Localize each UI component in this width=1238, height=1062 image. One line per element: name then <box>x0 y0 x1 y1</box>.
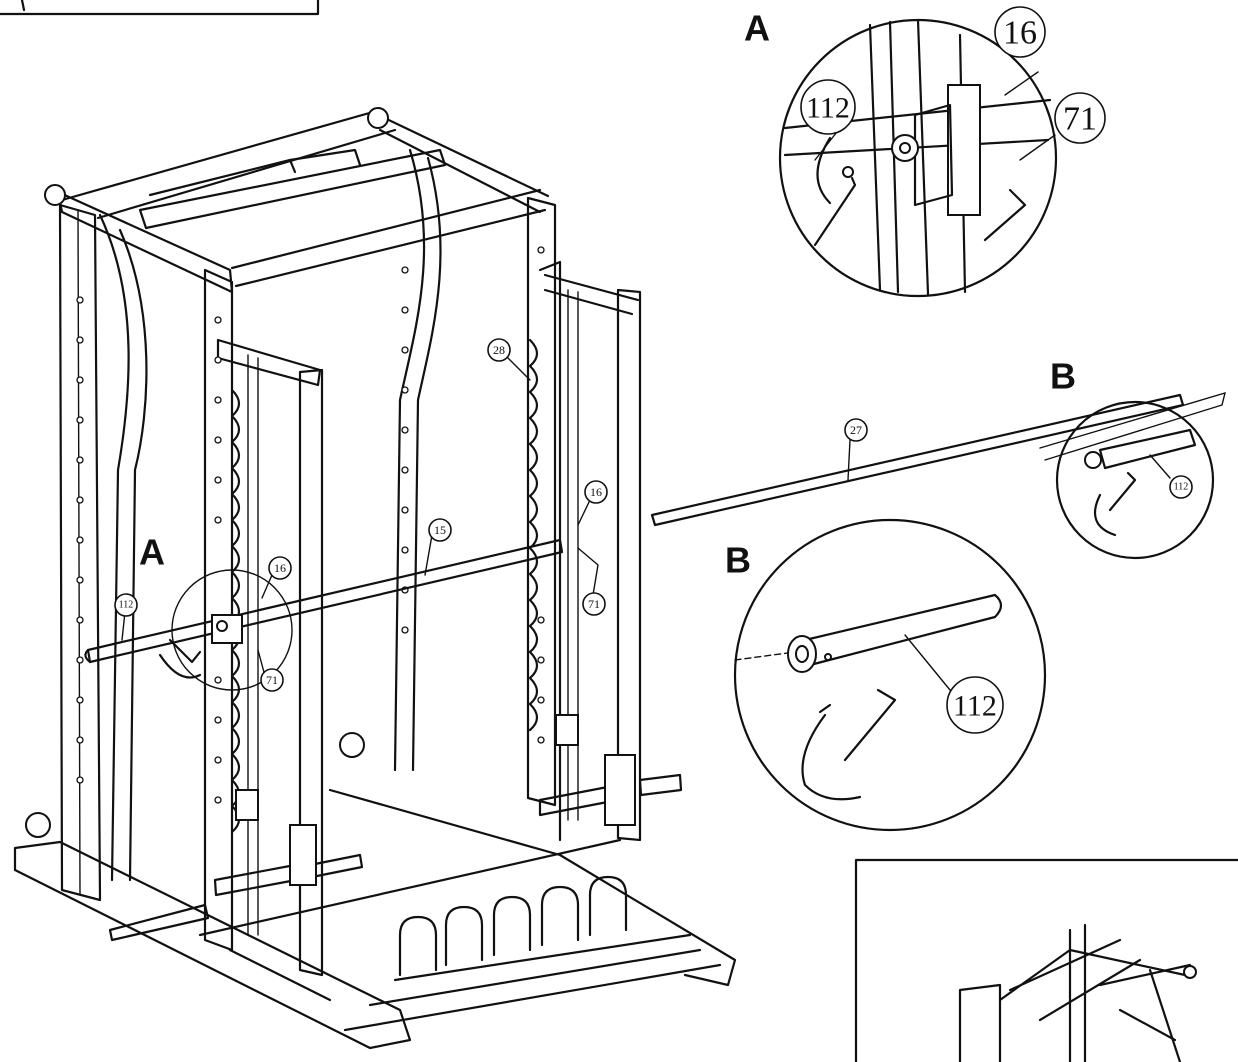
svg-text:16: 16 <box>274 561 286 575</box>
callout-16-large: 16 <box>994 6 1046 58</box>
callout-71-small-left: 71 <box>260 668 284 692</box>
callout-71-small-right: 71 <box>582 592 606 616</box>
callout-15: 15 <box>428 518 452 542</box>
svg-text:16: 16 <box>590 485 602 499</box>
svg-text:71: 71 <box>1063 101 1097 138</box>
detail-circle-a-left <box>158 569 293 691</box>
svg-text:15: 15 <box>434 523 446 537</box>
detail-label-a-left: A <box>139 532 165 573</box>
callout-27: 27 <box>844 418 868 442</box>
svg-text:112: 112 <box>119 600 134 611</box>
smith-machine-frame <box>13 107 737 1050</box>
svg-text:112: 112 <box>953 690 997 723</box>
callout-112-large-b: 112 <box>946 676 1004 734</box>
callout-112-small-right: 112 <box>1169 475 1193 499</box>
smith-bar <box>84 538 564 664</box>
callout-16-small-left: 16 <box>268 556 292 580</box>
svg-text:28: 28 <box>493 343 505 357</box>
svg-text:112: 112 <box>1174 482 1189 493</box>
detail-a-top <box>778 18 1058 298</box>
svg-text:16: 16 <box>1003 15 1037 52</box>
post-holes <box>76 246 545 804</box>
svg-text:71: 71 <box>266 673 278 687</box>
callout-16-small-right: 16 <box>584 480 608 504</box>
leader-lines <box>121 354 851 677</box>
callout-112-large-a: 112 <box>800 79 856 135</box>
svg-text:71: 71 <box>588 597 600 611</box>
callout-112-small-left: 112 <box>114 593 138 617</box>
detail-label-b-mid: B <box>725 540 751 581</box>
svg-text:112: 112 <box>806 92 850 125</box>
detail-label-a-top: A <box>744 8 770 49</box>
detail-label-b-top: B <box>1050 356 1076 397</box>
callout-28: 28 <box>487 338 511 362</box>
svg-text:27: 27 <box>850 423 862 437</box>
detail-b-large <box>733 518 1047 832</box>
header-box-fragment <box>0 0 320 16</box>
barbell-part-27 <box>650 391 1226 527</box>
inset-preview-box <box>854 858 1238 1062</box>
detail-b-small <box>1055 400 1215 560</box>
callout-71-large: 71 <box>1054 92 1106 144</box>
